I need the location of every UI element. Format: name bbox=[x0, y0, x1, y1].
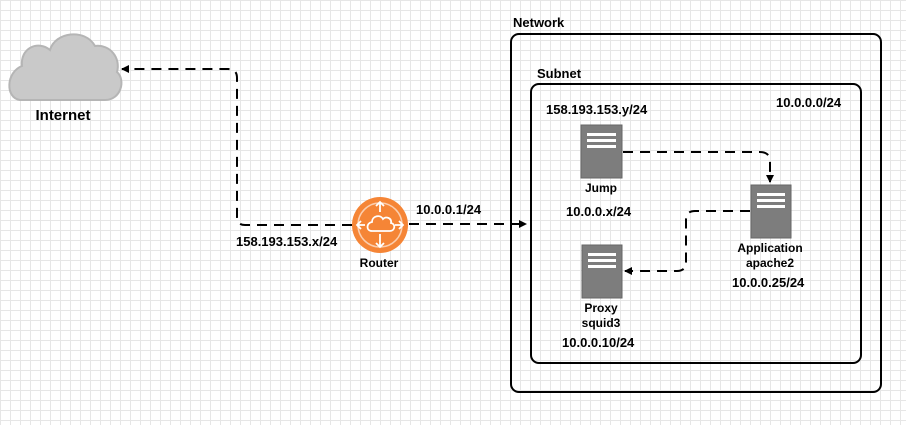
jump-label: Jump bbox=[585, 181, 617, 195]
cloud-icon bbox=[8, 33, 123, 101]
application-label: Application bbox=[737, 241, 802, 255]
jump-public-ip: 158.193.153.y/24 bbox=[546, 102, 648, 117]
network-label: Network bbox=[513, 15, 565, 30]
server-icon bbox=[580, 124, 623, 179]
application-proxy-connector bbox=[624, 210, 750, 275]
proxy-ip: 10.0.0.10/24 bbox=[562, 335, 635, 350]
router-private-ip: 10.0.0.1/24 bbox=[416, 202, 482, 217]
subnet-label: Subnet bbox=[537, 66, 582, 81]
router-label: Router bbox=[360, 256, 399, 270]
router-icon bbox=[352, 197, 408, 253]
proxy-service: squid3 bbox=[582, 316, 621, 330]
subnet-cidr: 10.0.0.0/24 bbox=[776, 95, 842, 110]
internet-label: Internet bbox=[35, 107, 90, 124]
subnet-container: Subnet 10.0.0.0/24 bbox=[530, 66, 862, 364]
application-service: apache2 bbox=[746, 256, 794, 270]
proxy-label: Proxy bbox=[584, 301, 618, 315]
network-container: Network bbox=[510, 15, 882, 393]
router-public-ip: 158.193.153.x/24 bbox=[236, 234, 338, 249]
server-icon bbox=[581, 244, 623, 299]
jump-application-connector bbox=[623, 151, 774, 183]
router-internet-connector bbox=[121, 65, 352, 226]
jump-private-ip: 10.0.0.x/24 bbox=[566, 204, 632, 219]
server-icon bbox=[750, 184, 792, 239]
application-ip: 10.0.0.25/24 bbox=[732, 275, 805, 290]
